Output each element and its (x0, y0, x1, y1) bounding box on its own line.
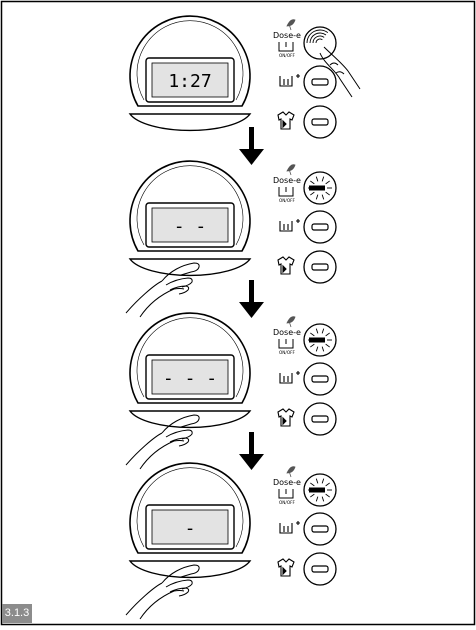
dial-knob (130, 411, 250, 427)
leaf-icon (287, 165, 295, 175)
detergent-drop-icon (279, 489, 293, 498)
rinse-bars (284, 79, 288, 85)
figure-label: 3.1.3 (2, 604, 32, 623)
leaf-icon (287, 467, 295, 477)
display-text: 1:27 (168, 71, 211, 92)
dial-knob (130, 561, 250, 577)
hand-middle (166, 278, 192, 287)
on-off-label: ON/OFF (279, 350, 296, 355)
dose-brand-label: Dose-e (273, 31, 301, 40)
extra-rinse-icon (280, 371, 300, 383)
rinse-plus (296, 521, 300, 525)
rinse-tray (280, 523, 292, 533)
detergent-drop-icon (279, 187, 293, 196)
arrow-head (239, 454, 264, 470)
extra-rinse-icon (280, 219, 300, 231)
down-arrow-icon (239, 432, 264, 470)
shirt-play (283, 266, 286, 272)
hand-wrist (126, 433, 162, 465)
hand-wrist (126, 583, 162, 615)
extra-rinse-indicator (312, 376, 328, 382)
dose-brand-label: Dose-e (273, 328, 301, 337)
step-2: - - Dose-eON/OFF (126, 161, 336, 317)
leaf-icon (287, 20, 295, 30)
detergent-drop-icon (279, 339, 293, 348)
rinse-bars (284, 224, 288, 230)
rinse-bars (284, 376, 288, 382)
rinse-tray (280, 373, 292, 383)
rinse-plus (296, 219, 300, 223)
shirt-play (283, 418, 286, 424)
shirt-indicator (312, 416, 328, 422)
rinse-plus (296, 74, 300, 78)
shirt-outline (278, 112, 294, 129)
rinse-bars (284, 526, 288, 532)
shirt-outline (278, 257, 294, 274)
shirt-indicator (312, 566, 328, 572)
hand-thumb (174, 441, 184, 442)
extra-rinse-indicator (312, 526, 328, 532)
extra-rinse-indicator (312, 224, 328, 230)
hand-thumb (174, 591, 184, 592)
dial-knob (130, 259, 250, 275)
dose-brand-label: Dose-e (273, 478, 301, 487)
down-arrow-icon (239, 127, 264, 165)
arrow-shaft (249, 280, 254, 304)
dose-brand-label: Dose-e (273, 176, 301, 185)
extra-rinse-icon (280, 521, 300, 533)
leaf-icon (287, 317, 295, 327)
step-4: - Dose-eON/OFF (126, 463, 336, 619)
arrow-shaft (249, 127, 254, 151)
rinse-tray (280, 76, 292, 86)
detergent-drop-icon (279, 42, 293, 51)
on-off-label: ON/OFF (279, 500, 296, 505)
hand-wrist (126, 281, 162, 313)
extra-rinse-icon (280, 74, 300, 86)
on-off-label: ON/OFF (279, 198, 296, 203)
extra-rinse-indicator (312, 79, 328, 85)
shirt-icon (278, 112, 294, 129)
down-arrow-icon (239, 280, 264, 318)
shirt-icon (278, 257, 294, 274)
display-text: - (185, 518, 196, 539)
shirt-play (283, 121, 286, 127)
dial-knob (130, 114, 250, 130)
arrow-head (239, 302, 264, 318)
rinse-tray (280, 221, 292, 231)
arrow-head (239, 149, 264, 165)
display-text: - - - (163, 368, 217, 389)
shirt-indicator (312, 264, 328, 270)
shirt-outline (278, 409, 294, 426)
step-3: - - - Dose-eON/OFF (126, 313, 336, 469)
shirt-play (283, 568, 286, 574)
rinse-plus (296, 371, 300, 375)
shirt-indicator (312, 119, 328, 125)
hand-middle (166, 580, 192, 589)
shirt-outline (278, 559, 294, 576)
arrow-shaft (249, 432, 254, 456)
hand-middle (166, 430, 192, 439)
hand-thumb (174, 289, 184, 290)
display-text: - - (174, 216, 207, 237)
step-1: 1:27 Dose-eON/OFF (130, 16, 360, 138)
on-off-label: ON/OFF (279, 53, 296, 58)
shirt-icon (278, 409, 294, 426)
shirt-icon (278, 559, 294, 576)
